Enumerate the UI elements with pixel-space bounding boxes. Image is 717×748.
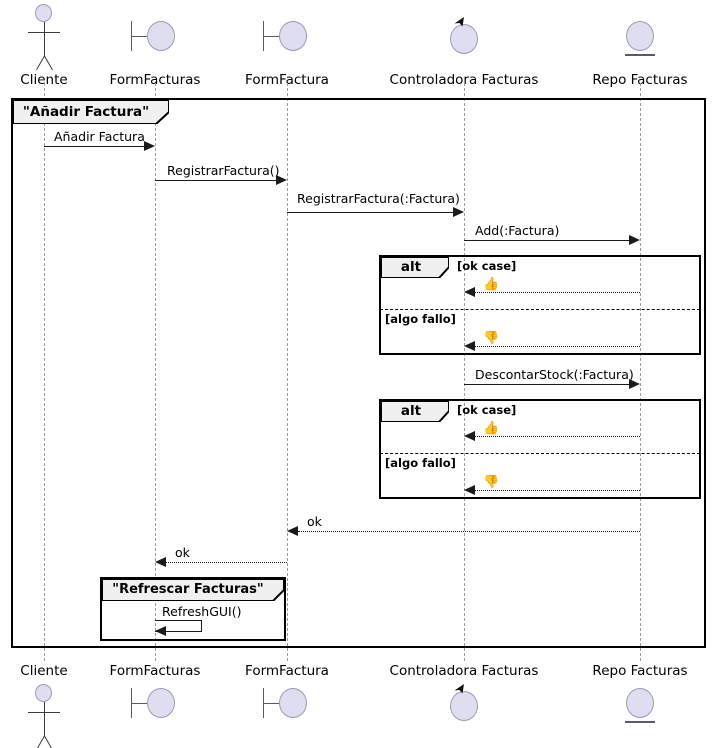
frame-refrescar-facturas: [100, 577, 286, 641]
message-label-refreshgui: RefreshGUI(): [162, 604, 242, 619]
message-arrowhead-registrarfactura-factura: [453, 207, 464, 217]
frame-alt-1-divider: [380, 309, 700, 310]
frame-alt-1-label: alt: [400, 259, 422, 275]
frame-alt-2-label: alt: [400, 403, 422, 419]
lifeline-formfacturas: [155, 83, 156, 661]
frame-anadir-factura: [11, 98, 706, 648]
frame-alt-1: [379, 255, 701, 355]
participant-foot-repo-facturas[interactable]: Repo Facturas: [580, 663, 700, 734]
frame-alt-2-header: alt: [381, 401, 449, 422]
participant-head-repo-facturas[interactable]: Repo Facturas: [580, 2, 700, 88]
frame-anadir-factura-label: "Añadir Factura": [22, 104, 150, 120]
message-arrowhead-ok-formfactura-formfacturas: [155, 557, 166, 567]
boundary-icon: [95, 682, 215, 734]
frame-anadir-factura-header: "Añadir Factura": [13, 100, 169, 124]
message-line-descontarstock: [464, 384, 629, 385]
message-label-ok-case-1: 👍: [483, 277, 500, 292]
message-label-ok-repo-formfactura: ok: [307, 514, 322, 529]
lifeline-repo-facturas: [640, 83, 641, 661]
frame-alt-1-guard-fallo: [algo fallo]: [385, 312, 456, 326]
boundary-icon: [227, 2, 347, 66]
participant-label: Repo Facturas: [592, 72, 688, 88]
frame-refrescar-facturas-header: "Refrescar Facturas": [102, 579, 284, 601]
participant-foot-cliente[interactable]: Cliente: [4, 663, 84, 748]
frame-alt-2: [379, 399, 701, 499]
participant-foot-formfactura[interactable]: FormFactura: [227, 663, 347, 734]
lifeline-cliente: [44, 83, 45, 661]
frame-alt-2-divider: [380, 453, 700, 454]
participant-head-cliente[interactable]: Cliente: [4, 2, 84, 88]
message-line-ok-repo-formfactura: [298, 531, 640, 532]
message-arrowhead-descontarstock: [629, 379, 640, 389]
actor-icon: [4, 682, 84, 748]
message-arrowhead-registrarfactura: [276, 175, 287, 185]
participant-label: Controladora Facturas: [389, 663, 539, 679]
message-arrowhead-refreshgui: [155, 626, 166, 636]
message-label-fallo-case-1: 👎: [483, 331, 500, 346]
participant-head-formfacturas[interactable]: FormFacturas: [95, 2, 215, 88]
message-arrowhead-ok-case-1: [464, 287, 475, 297]
participant-label: Repo Facturas: [592, 663, 688, 679]
message-line-fallo-case-2: [475, 490, 640, 491]
message-arrowhead-fallo-case-2: [464, 485, 475, 495]
frame-alt-2-guard-ok: [ok case]: [457, 403, 517, 417]
participant-label: Cliente: [20, 72, 68, 88]
control-icon: [384, 2, 544, 66]
boundary-icon: [95, 2, 215, 66]
message-label-ok-formfactura-formfacturas: ok: [175, 545, 190, 560]
participant-label: FormFacturas: [109, 72, 201, 88]
message-line-ok-case-1: [475, 292, 640, 293]
participant-label: FormFactura: [245, 72, 329, 88]
boundary-icon: [227, 682, 347, 734]
frame-alt-2-guard-fallo: [algo fallo]: [385, 456, 456, 470]
entity-icon: [580, 682, 700, 734]
participant-head-formfactura[interactable]: FormFactura: [227, 2, 347, 88]
message-label-descontarstock: DescontarStock(:Factura): [475, 367, 634, 382]
control-arrow-icon: [454, 17, 464, 27]
participant-label: Controladora Facturas: [389, 72, 539, 88]
message-label-anadir-factura: Añadir Factura: [54, 129, 145, 144]
frame-alt-1-guard-ok: [ok case]: [457, 259, 517, 273]
message-line-registrarfactura-factura: [287, 212, 453, 213]
control-icon: [384, 682, 544, 734]
frame-alt-1-header: alt: [381, 257, 449, 278]
participant-foot-formfacturas[interactable]: FormFacturas: [95, 663, 215, 734]
message-label-add-factura: Add(:Factura): [475, 223, 560, 238]
lifeline-formfactura: [287, 83, 288, 661]
participant-foot-controladora-facturas[interactable]: Controladora Facturas: [384, 663, 544, 734]
message-label-registrarfactura-factura: RegistrarFactura(:Factura): [297, 191, 460, 206]
message-label-ok-case-2: 👍: [483, 421, 500, 436]
lifeline-controladora-facturas: [464, 83, 465, 661]
entity-icon: [580, 2, 700, 66]
control-arrow-icon: [454, 684, 464, 694]
actor-icon: [4, 2, 84, 71]
message-line-fallo-case-1: [475, 346, 640, 347]
message-arrowhead-ok-case-2: [464, 431, 475, 441]
message-arrowhead-anadir-factura: [144, 141, 155, 151]
frame-refrescar-facturas-label: "Refrescar Facturas": [112, 582, 264, 597]
message-line-ok-case-2: [475, 436, 640, 437]
message-label-registrarfactura: RegistrarFactura(): [167, 163, 280, 178]
participant-head-controladora-facturas[interactable]: Controladora Facturas: [384, 2, 544, 88]
message-line-anadir-factura: [44, 146, 144, 147]
participant-label: FormFacturas: [109, 663, 201, 679]
message-arrowhead-ok-repo-formfactura: [287, 526, 298, 536]
message-label-fallo-case-2: 👎: [483, 475, 500, 490]
participant-label: Cliente: [20, 663, 68, 679]
participant-label: FormFactura: [245, 663, 329, 679]
message-self-refreshgui: [155, 620, 202, 632]
message-line-ok-formfactura-formfacturas: [166, 562, 287, 563]
message-line-registrarfactura: [155, 180, 276, 181]
message-arrowhead-fallo-case-1: [464, 341, 475, 351]
message-line-add-factura: [464, 240, 629, 241]
message-arrowhead-add-factura: [629, 235, 640, 245]
